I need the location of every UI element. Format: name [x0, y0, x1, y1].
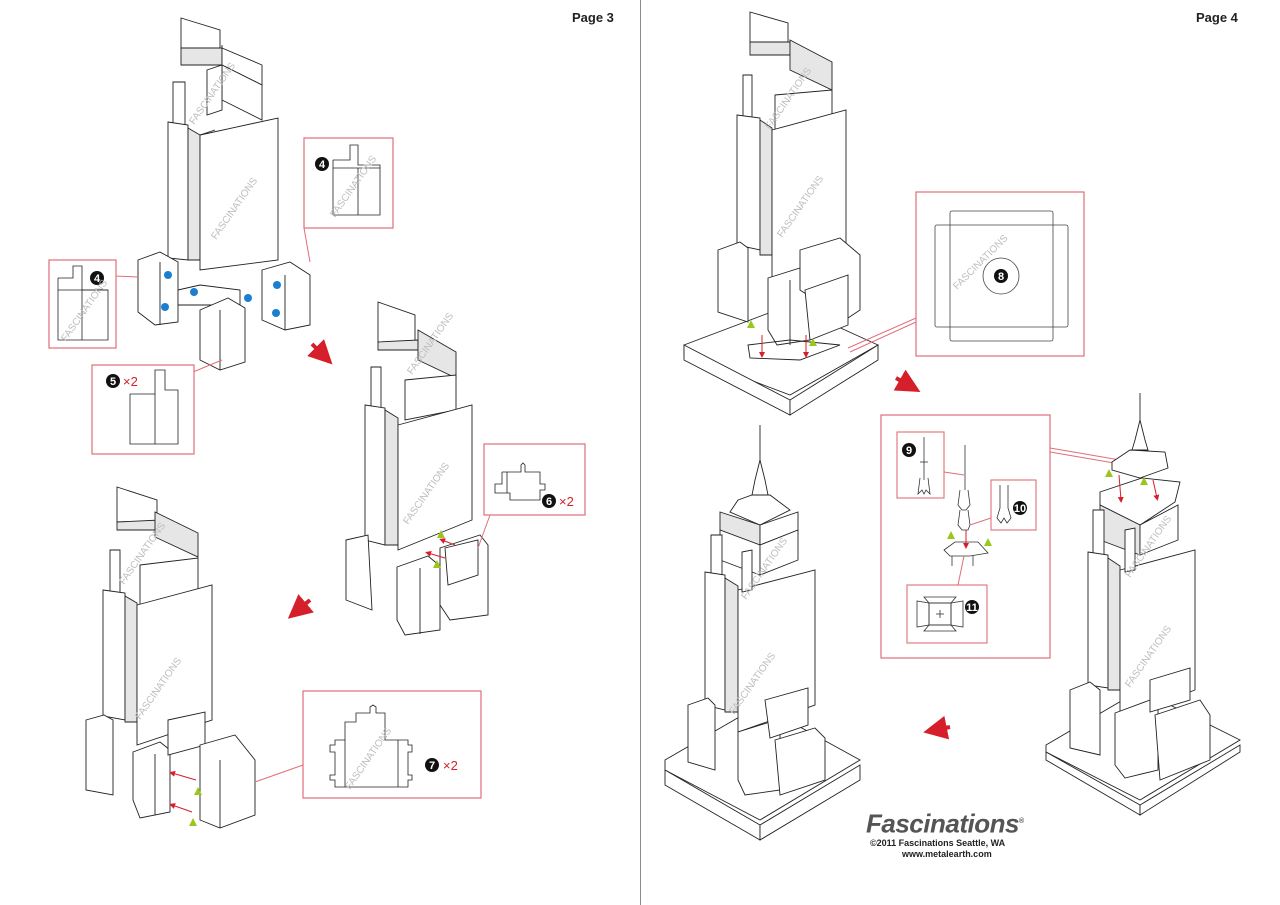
page-number: Page 3 — [572, 10, 614, 25]
building-step8 — [683, 11, 879, 416]
copyright-text: ©2011 Fascinations Seattle, WA — [870, 837, 1006, 848]
building-step6 — [345, 301, 489, 636]
glue-dots — [161, 271, 281, 317]
page-number: Page 4 — [1196, 10, 1238, 25]
svg-text:9: 9 — [906, 445, 912, 457]
page-divider — [639, 0, 641, 905]
callout-step5: 5 ×2 — [91, 359, 223, 455]
svg-text:6: 6 — [546, 496, 552, 508]
alignment-markers — [747, 320, 817, 346]
brand-wordmark: Fascinations® — [866, 808, 1024, 839]
insert-arrows — [1117, 474, 1160, 503]
svg-text:7: 7 — [429, 760, 435, 772]
part-insert-step6 — [444, 539, 479, 586]
callout-step4-left: 4 FASCINATIONS — [48, 259, 139, 349]
alignment-markers — [1105, 469, 1148, 485]
building-step4-5 — [137, 17, 311, 371]
insert-arrows — [759, 335, 809, 358]
callout-step9-11: 9 10 — [880, 414, 1121, 659]
svg-text:10: 10 — [1014, 503, 1026, 515]
building-step9-11 — [1045, 393, 1241, 816]
svg-text:×2: ×2 — [559, 494, 574, 509]
callout-step4-right: 4 FASCINATIONS — [303, 137, 394, 263]
step-arrow — [287, 594, 314, 619]
alignment-markers — [189, 787, 202, 826]
building-step7 — [85, 486, 256, 829]
callout-step7: 7 ×2 FASCINATIONS — [254, 690, 482, 799]
alignment-markers — [433, 530, 445, 568]
callout-step6: 6 ×2 — [477, 443, 586, 549]
step-arrow — [923, 715, 951, 740]
building-final — [664, 425, 861, 841]
svg-text:5: 5 — [110, 376, 116, 388]
svg-text:×2: ×2 — [123, 374, 138, 389]
fascinations-logo: Fascinations® ©2011 Fascinations Seattle… — [866, 808, 1066, 860]
svg-text:11: 11 — [966, 602, 978, 614]
insert-arrows — [169, 770, 197, 813]
step-arrow — [893, 369, 921, 392]
website-link[interactable]: www.metalearth.com — [902, 848, 992, 859]
svg-text:4: 4 — [94, 273, 101, 285]
step-arrow — [307, 339, 333, 365]
callout-step8: 8 FASCINATIONS — [847, 191, 1085, 357]
svg-text:4: 4 — [319, 159, 326, 171]
svg-text:8: 8 — [998, 271, 1004, 283]
insert-arrows — [425, 538, 456, 559]
svg-text:×2: ×2 — [443, 758, 458, 773]
